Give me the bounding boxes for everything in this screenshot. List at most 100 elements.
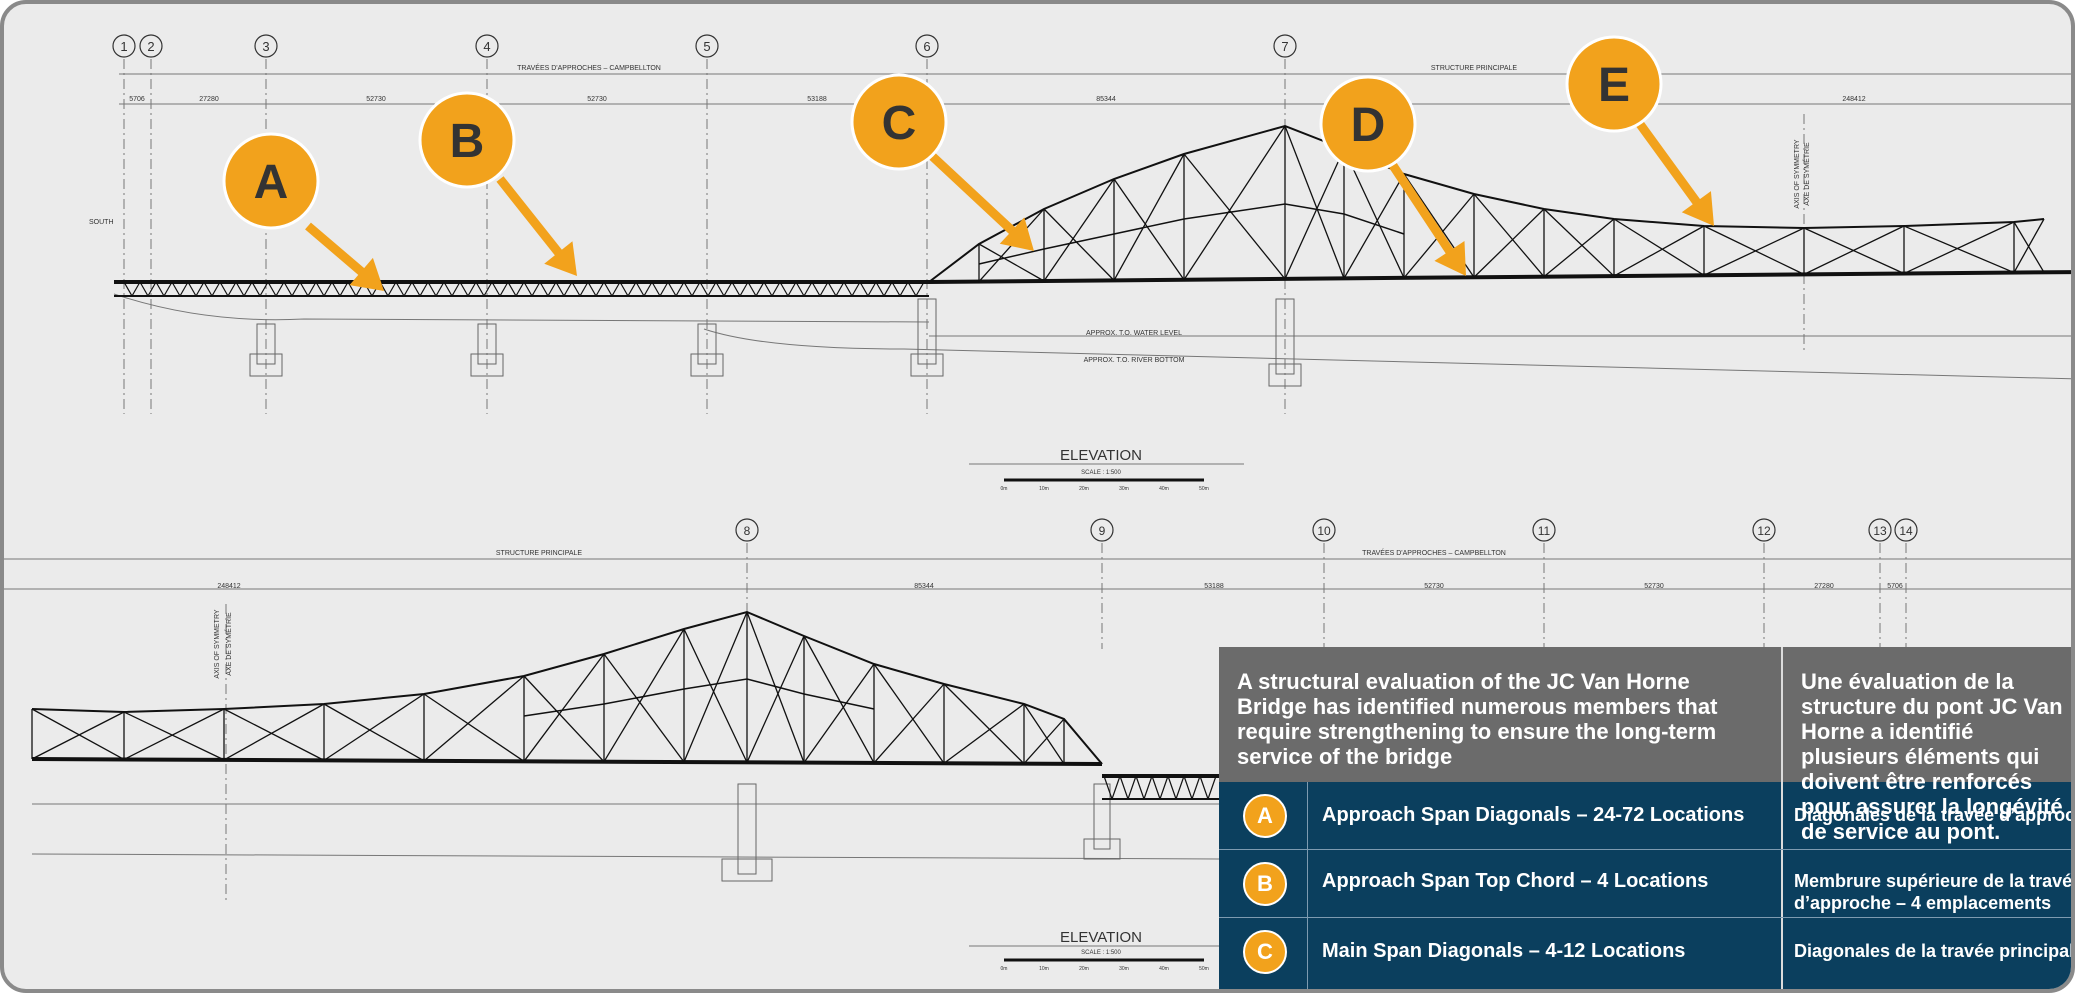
callout-arrow-shaft (1633, 117, 1709, 216)
row-text-en: Approach Span Top Chord – 4 Locations (1322, 870, 1709, 892)
pier-footing (910, 353, 944, 377)
approach-diagonal (563, 281, 573, 297)
pier-footing (690, 353, 724, 377)
span-dimension: 52730 (587, 96, 607, 103)
gridline-bubble (1273, 34, 1297, 58)
view-title: ELEVATION (1060, 447, 1142, 464)
gridline-bubble (254, 34, 278, 58)
callout-badge-e (1565, 35, 1663, 133)
approach-diagonal (899, 281, 909, 297)
main-diagonal (1543, 208, 1615, 277)
span-dimension: 5706 (1887, 583, 1903, 590)
callout-arrowhead (1434, 241, 1466, 276)
section-label: STRUCTURE PRINCIPALE (496, 550, 583, 557)
scale-tick: 40m (1159, 486, 1169, 492)
pier-footing (721, 858, 773, 882)
approach-diagonal (1159, 775, 1169, 800)
approach-diagonal (387, 281, 397, 297)
section-label: TRAVÉES D'APPROCHES – CAMPBELLTON (517, 63, 661, 72)
approach-diagonal (539, 281, 549, 297)
approach-diagonal (323, 281, 333, 297)
approach-diagonal (827, 281, 837, 297)
axis-label: AXE DE SYMÉTRIE (1802, 142, 1811, 206)
approach-diagonal (859, 281, 869, 297)
approach-diagonal (915, 281, 925, 297)
approach-diagonal (739, 281, 749, 297)
river-bottom-label: APPROX. T.O. RIVER BOTTOM (1084, 357, 1185, 364)
approach-diagonal (339, 281, 349, 297)
approach-diagonal (867, 281, 877, 297)
approach-diagonal (907, 281, 917, 297)
scale-label: SCALE : 1:500 (1081, 470, 1121, 476)
callout-letter-a: A (254, 156, 289, 209)
panel-header-fr: Une évaluation de la structure du pont J… (1783, 647, 2071, 844)
approach-diagonal (499, 281, 509, 297)
main-diagonal (2013, 221, 2045, 273)
approach-diagonal (683, 281, 693, 297)
approach-diagonal (219, 281, 229, 297)
approach-diagonal (603, 281, 613, 297)
approach-diagonal (611, 281, 621, 297)
approach-diagonal (515, 281, 525, 297)
approach-diagonal (1127, 775, 1137, 800)
approach-diagonal (779, 281, 789, 297)
callout-arrow-shaft (1388, 161, 1461, 266)
pier-footing (1083, 838, 1121, 860)
approach-diagonal (715, 281, 725, 297)
gridline-label: 10 (1317, 524, 1331, 538)
row-text-fr: Diagonales de la travée principale – 4 à… (1794, 941, 2075, 961)
approach-diagonal (531, 281, 541, 297)
main-diagonal (1183, 153, 1286, 280)
approach-diagonal (243, 281, 253, 297)
main-diagonal (803, 663, 875, 763)
approach-diagonal (579, 281, 589, 297)
approach-diagonal (523, 281, 533, 297)
approach-diagonal (1199, 775, 1209, 800)
approach-diagonal (275, 281, 285, 297)
gridline-label: 12 (1757, 524, 1771, 538)
approach-diagonal (1135, 775, 1145, 800)
gridline-bubble (1894, 518, 1918, 542)
approach-diagonal (723, 281, 733, 297)
approach-diagonal (1175, 775, 1185, 800)
approach-diagonal (1151, 775, 1161, 800)
ground-profile (113, 293, 930, 323)
gridline-bubble (1532, 518, 1556, 542)
pier (1275, 298, 1295, 375)
scale-tick: 20m (1079, 966, 1089, 972)
main-diagonal (1613, 225, 1705, 277)
pier (917, 298, 937, 365)
main-mid-chord (523, 678, 875, 717)
main-diagonal (1023, 703, 1065, 765)
section-label: STRUCTURE PRINCIPALE (1431, 65, 1518, 72)
callout-arrowhead (1681, 191, 1714, 226)
approach-diagonal (227, 281, 237, 297)
callout-arrow-shaft (496, 176, 572, 268)
scale-tick: 10m (1039, 486, 1049, 492)
callout-badge-d (1319, 75, 1417, 173)
callout-arrowhead (999, 217, 1034, 251)
main-diagonal (1113, 178, 1185, 281)
main-top-chord (928, 124, 2045, 283)
main-diagonal (523, 675, 605, 763)
pier-footing (470, 353, 504, 377)
approach-diagonal (427, 281, 437, 297)
approach-diagonal (347, 281, 357, 297)
approach-diagonal (819, 281, 829, 297)
approach-diagonal (171, 281, 181, 297)
approach-diagonal (235, 281, 245, 297)
approach-diagonal (1183, 775, 1193, 800)
pier (697, 323, 717, 365)
approach-diagonal (1119, 775, 1129, 800)
span-dimension: 27280 (1814, 583, 1834, 590)
scale-tick: 20m (1079, 486, 1089, 492)
main-diagonal (1473, 193, 1545, 278)
approach-diagonal (699, 281, 709, 297)
table-row: C Main Span Diagonals – 4-12 Locations D… (1219, 918, 2075, 985)
main-diagonal (1703, 227, 1805, 276)
gridline-bubble (915, 34, 939, 58)
main-diagonal (603, 628, 685, 763)
main-diagonal (943, 703, 1025, 764)
pier (477, 323, 497, 365)
scale-tick: 0m (1001, 486, 1008, 492)
